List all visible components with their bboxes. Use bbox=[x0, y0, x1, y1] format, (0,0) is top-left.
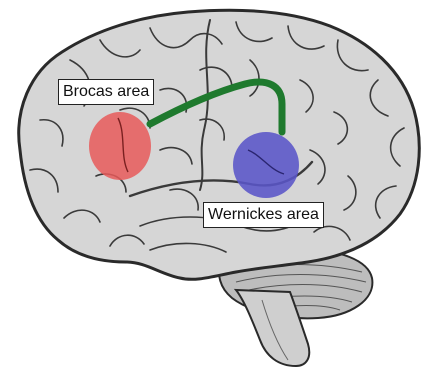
cerebrum bbox=[19, 10, 420, 279]
broca-area-label: Brocas area bbox=[58, 79, 154, 105]
wernicke-area-label: Wernickes area bbox=[203, 202, 324, 228]
wernicke-region bbox=[233, 132, 299, 198]
